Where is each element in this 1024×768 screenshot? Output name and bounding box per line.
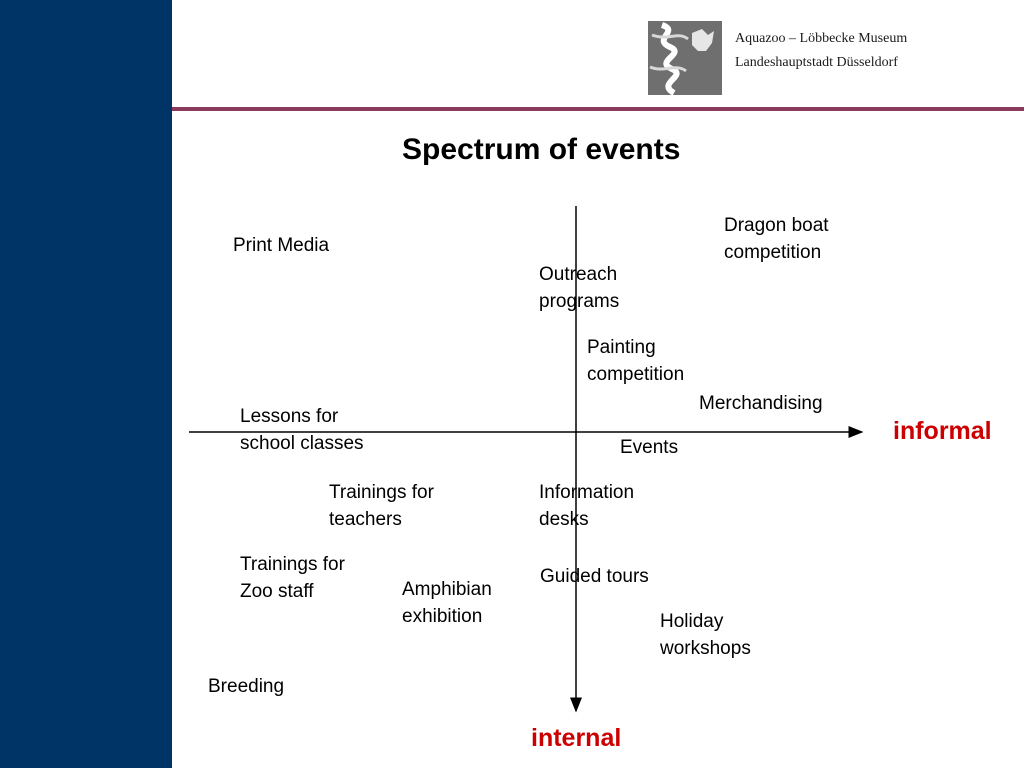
event-lessons: Lessons for school classes — [240, 403, 364, 457]
event-label-line: Lessons for — [240, 406, 339, 427]
event-label-line: programs — [539, 291, 620, 312]
horizontal-axis-label: informal — [893, 417, 992, 445]
event-label-line: Trainings for — [329, 482, 434, 503]
event-label-line: competition — [587, 364, 685, 385]
event-label-line: Events — [620, 437, 679, 458]
event-label-line: Amphibian — [402, 579, 492, 600]
header-rule — [172, 107, 1024, 111]
event-trainings-teachers: Trainings for teachers — [329, 479, 434, 533]
event-breeding: Breeding — [208, 673, 284, 700]
event-label-line: Trainings for — [240, 554, 345, 575]
event-guided-tours: Guided tours — [540, 563, 649, 590]
event-label-line: Information — [539, 482, 635, 503]
institution-city: Landeshauptstadt Düsseldorf — [735, 55, 898, 70]
institution-name: Aquazoo – Löbbecke Museum — [735, 31, 908, 46]
event-label-line: Breeding — [208, 676, 285, 697]
event-holiday-workshops: Holiday workshops — [660, 608, 751, 662]
event-label-line: Print Media — [233, 235, 330, 256]
event-print-media: Print Media — [233, 232, 329, 259]
event-label-line: competition — [724, 242, 822, 263]
event-label-line: teachers — [329, 509, 402, 530]
event-events: Events — [620, 434, 678, 461]
event-label-line: Guided tours — [540, 566, 649, 587]
event-label-line: Holiday — [660, 611, 724, 632]
event-outreach: Outreach programs — [539, 261, 619, 315]
event-label-line: Outreach — [539, 264, 618, 285]
event-label-line: Dragon boat — [724, 215, 829, 236]
slide-title: Spectrum of events — [402, 133, 681, 166]
event-information-desks: Information desks — [539, 479, 634, 533]
event-merchandising: Merchandising — [699, 390, 823, 417]
event-label-line: exhibition — [402, 606, 483, 627]
event-label-line: Painting — [587, 337, 656, 358]
event-dragon-boat: Dragon boat competition — [724, 212, 829, 266]
event-label-line: Merchandising — [699, 393, 823, 414]
aquazoo-logo-icon — [648, 21, 722, 95]
event-label-line: school classes — [240, 433, 364, 454]
vertical-axis-label: internal — [531, 724, 622, 752]
event-amphibian-exhibition: Amphibian exhibition — [402, 576, 492, 630]
sidebar-band — [0, 0, 172, 768]
event-label-line: workshops — [660, 638, 751, 659]
event-label-line: Zoo staff — [240, 581, 314, 602]
event-painting: Painting competition — [587, 334, 684, 388]
event-label-line: desks — [539, 509, 589, 530]
